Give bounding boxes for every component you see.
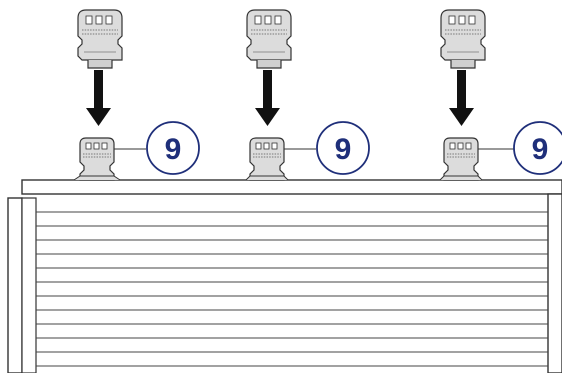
loose-clip-2: [246, 9, 292, 69]
installed-clip-3: [439, 137, 483, 181]
installed-clip-1: [73, 137, 121, 181]
callout-label: 9: [335, 133, 352, 166]
callout-circle-icon: 9: [316, 121, 370, 175]
callout-label: 9: [165, 133, 182, 166]
condenser-core-icon: [7, 179, 562, 373]
callout-circle-icon: 9: [146, 121, 200, 175]
callout-circle-icon: 9: [513, 121, 562, 175]
arrow-down-icon: [449, 70, 474, 126]
loose-clip-3: [440, 9, 486, 69]
arrow-down-icon: [86, 70, 111, 126]
callout-label: 9: [532, 133, 549, 166]
loose-clip-1: [77, 9, 123, 69]
installed-clip-2: [245, 137, 289, 181]
arrow-down-icon: [255, 70, 280, 126]
